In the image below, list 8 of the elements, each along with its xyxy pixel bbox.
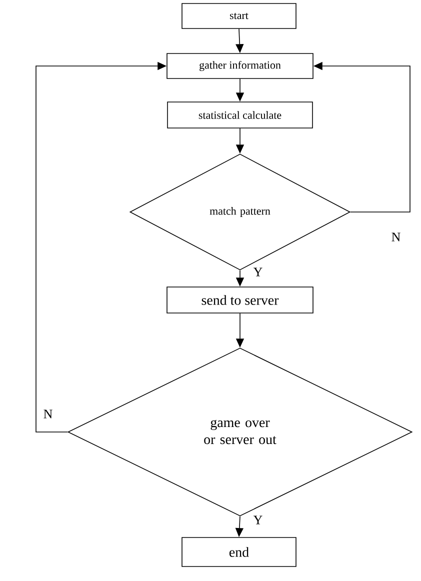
process-box: end bbox=[182, 537, 296, 567]
edge-label: Y bbox=[252, 514, 264, 526]
process-box: send to server bbox=[166, 286, 314, 314]
edge-label: N bbox=[390, 232, 402, 242]
edge-label: N bbox=[42, 408, 54, 420]
process-box: start bbox=[182, 3, 296, 29]
process-box: gather information bbox=[166, 53, 314, 79]
process-box: statistical calculate bbox=[167, 102, 313, 128]
